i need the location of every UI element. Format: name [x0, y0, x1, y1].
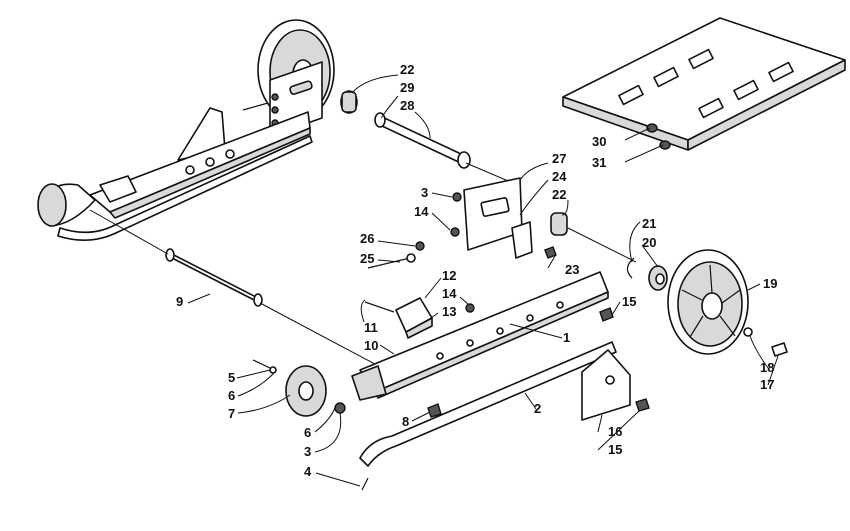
bracket-16 — [581, 349, 631, 421]
screw-4 — [361, 477, 369, 491]
callout-18: 18 — [760, 360, 774, 375]
callout-12: 12 — [442, 268, 456, 283]
bolt-17 — [771, 342, 788, 357]
callout-21: 21 — [642, 216, 656, 231]
skid-2 — [359, 341, 617, 467]
bolt-23 — [544, 246, 557, 259]
rear-wheel-19 — [667, 249, 749, 355]
nut-3b — [334, 402, 346, 414]
callout-11: 11 — [364, 320, 378, 335]
callout-14-mid: 14 — [442, 286, 457, 301]
washer-18 — [743, 327, 753, 337]
bearing-20 — [648, 265, 668, 291]
callout-23: 23 — [565, 262, 579, 277]
callout-6-left: 6 — [228, 388, 235, 403]
callout-13: 13 — [442, 304, 456, 319]
cross-shaft-28 — [374, 112, 471, 169]
callout-24: 24 — [552, 169, 567, 184]
callout-30: 30 — [592, 134, 606, 149]
mount-plate-27 — [450, 177, 533, 259]
callout-22-mid: 22 — [552, 187, 566, 202]
nut-14b — [465, 303, 475, 313]
callout-20: 20 — [642, 235, 656, 250]
bolt-25 — [367, 253, 416, 269]
callout-22-top: 22 — [400, 62, 414, 77]
bolt-15a — [599, 307, 614, 322]
bolt-15b — [635, 398, 650, 412]
callout-2: 2 — [534, 401, 541, 416]
callout-14-top: 14 — [414, 204, 429, 219]
callout-9: 9 — [176, 294, 183, 309]
left-rail-assembly — [37, 19, 335, 241]
callout-7: 7 — [228, 406, 235, 421]
leader-lines — [187, 74, 779, 487]
callout-15-bottom: 15 — [608, 442, 622, 457]
callout-29: 29 — [400, 80, 414, 95]
right-rail-1 — [351, 271, 609, 401]
callout-26: 26 — [360, 231, 374, 246]
bolt-11 — [364, 301, 395, 313]
callout-3-top: 3 — [421, 185, 428, 200]
callout-10: 10 — [364, 338, 378, 353]
callout-25: 25 — [360, 251, 374, 266]
callout-8: 8 — [402, 414, 409, 429]
callout-4: 4 — [304, 464, 312, 479]
callout-19: 19 — [763, 276, 777, 291]
callout-17: 17 — [760, 377, 774, 392]
callout-labels: 22 29 28 27 24 22 3 14 21 20 26 25 23 12… — [176, 62, 777, 479]
callout-31: 31 — [592, 155, 606, 170]
bolt-8 — [427, 403, 442, 418]
front-wheel-7 — [252, 359, 327, 417]
block-12 — [395, 297, 433, 339]
callout-27: 27 — [552, 151, 566, 166]
callout-28: 28 — [400, 98, 414, 113]
callout-15-mid: 15 — [622, 294, 636, 309]
track-section — [562, 17, 846, 151]
callout-5: 5 — [228, 370, 235, 385]
callout-1: 1 — [563, 330, 570, 345]
callout-16: 16 — [608, 424, 622, 439]
callout-3-bottom: 3 — [304, 444, 311, 459]
spacer-22-mid — [550, 212, 568, 236]
spacer-22-top — [340, 90, 358, 114]
callout-6-bottom: 6 — [304, 425, 311, 440]
snap-ring-21 — [626, 257, 635, 279]
